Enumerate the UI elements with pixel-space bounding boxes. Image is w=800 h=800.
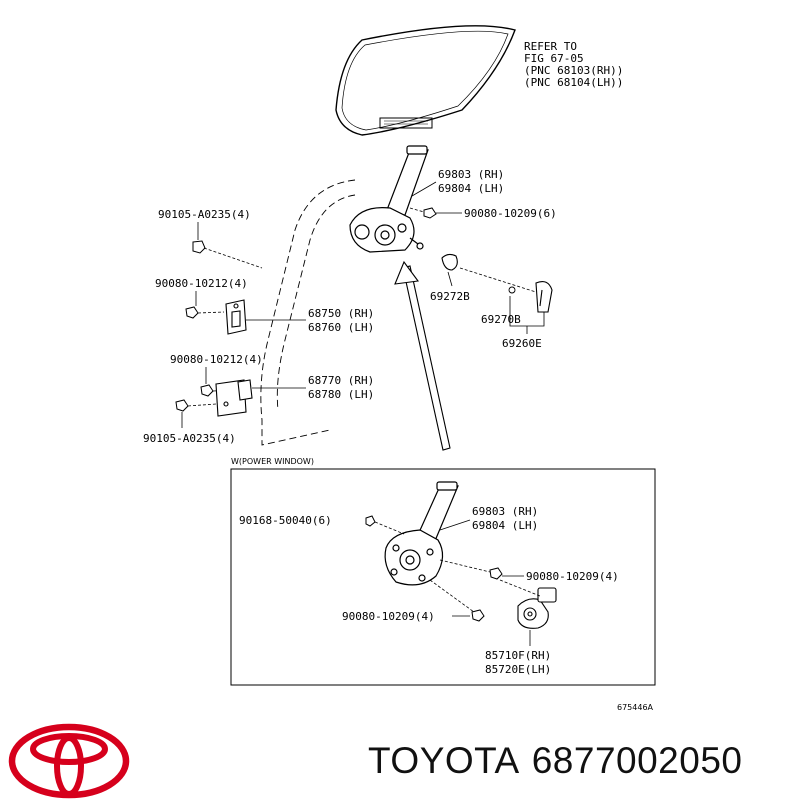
motor-rh-label: 85710F(RH) bbox=[485, 649, 551, 662]
assembly-arrow-icon bbox=[394, 260, 451, 451]
clip-label: 69272B bbox=[430, 290, 470, 303]
regulator-lh-label: 69804 (LH) bbox=[438, 182, 504, 195]
pw-bolt-left-label: 90080-10209(4) bbox=[342, 610, 435, 623]
door-glass bbox=[335, 25, 516, 136]
hinge-lower-lh-label: 68780 (LH) bbox=[308, 388, 374, 401]
pw-bolt-right-label: 90080-10209(4) bbox=[526, 570, 619, 583]
handle-label: 69260E bbox=[502, 337, 542, 350]
screw-label: 90168-50040(6) bbox=[239, 514, 332, 527]
toyota-logo-icon bbox=[8, 723, 130, 799]
hinge-lower-rh-label: 68770 (RH) bbox=[308, 374, 374, 387]
bolt-icon bbox=[471, 609, 485, 622]
regulator-rh-label: 69803 (RH) bbox=[438, 168, 504, 181]
refer-note: REFER TO FIG 67-05 (PNC 68103(RH)) (PNC … bbox=[524, 40, 623, 89]
clip-icon bbox=[441, 253, 458, 271]
refer-line-4: (PNC 68104(LH)) bbox=[524, 76, 623, 89]
bolt-icon bbox=[185, 306, 199, 319]
power-window-box bbox=[230, 468, 656, 686]
handle-sub-label: 69270B bbox=[481, 313, 521, 326]
bolt-a0235-top-label: 90105-A0235(4) bbox=[158, 208, 251, 221]
bolt-icon bbox=[423, 207, 437, 219]
refer-line-3: (PNC 68103(RH)) bbox=[524, 64, 623, 77]
bolt-icon bbox=[192, 240, 206, 254]
door-frame-outline bbox=[260, 179, 356, 446]
bolt-icon bbox=[200, 384, 214, 397]
motor-lh-label: 85720E(LH) bbox=[485, 663, 551, 676]
power-regulator bbox=[384, 481, 459, 586]
bolt-icon bbox=[175, 399, 189, 412]
hinge-upper-rh-label: 68750 (RH) bbox=[308, 307, 374, 320]
brand-caption: TOYOTA 6877002050 bbox=[368, 740, 788, 790]
bolt-10212-lower-label: 90080-10212(4) bbox=[170, 353, 263, 366]
bolt-6-label: 90080-10209(6) bbox=[464, 207, 557, 220]
refer-line-2: FIG 67-05 bbox=[524, 52, 584, 65]
hinge-upper-lh-label: 68760 (LH) bbox=[308, 321, 374, 334]
screw-icon bbox=[365, 515, 376, 527]
bolt-icon bbox=[489, 567, 503, 580]
pw-regulator-lh-label: 69804 (LH) bbox=[472, 519, 538, 532]
door-hinge-lower-icon bbox=[215, 379, 253, 417]
part-number: 6877002050 bbox=[531, 740, 743, 781]
brand-name: TOYOTA bbox=[368, 740, 520, 781]
power-window-title: W(POWER WINDOW) bbox=[231, 457, 314, 466]
pw-regulator-rh-label: 69803 (RH) bbox=[472, 505, 538, 518]
window-handle-icon bbox=[535, 281, 553, 313]
bolt-10212-upper-label: 90080-10212(4) bbox=[155, 277, 248, 290]
door-hinge-upper-icon bbox=[225, 299, 247, 335]
manual-regulator bbox=[349, 145, 429, 253]
figure-id: 675446A bbox=[617, 703, 654, 712]
refer-line-1: REFER TO bbox=[524, 40, 577, 53]
window-motor-icon bbox=[517, 587, 557, 629]
bolt-a0235-bottom-label: 90105-A0235(4) bbox=[143, 432, 236, 445]
